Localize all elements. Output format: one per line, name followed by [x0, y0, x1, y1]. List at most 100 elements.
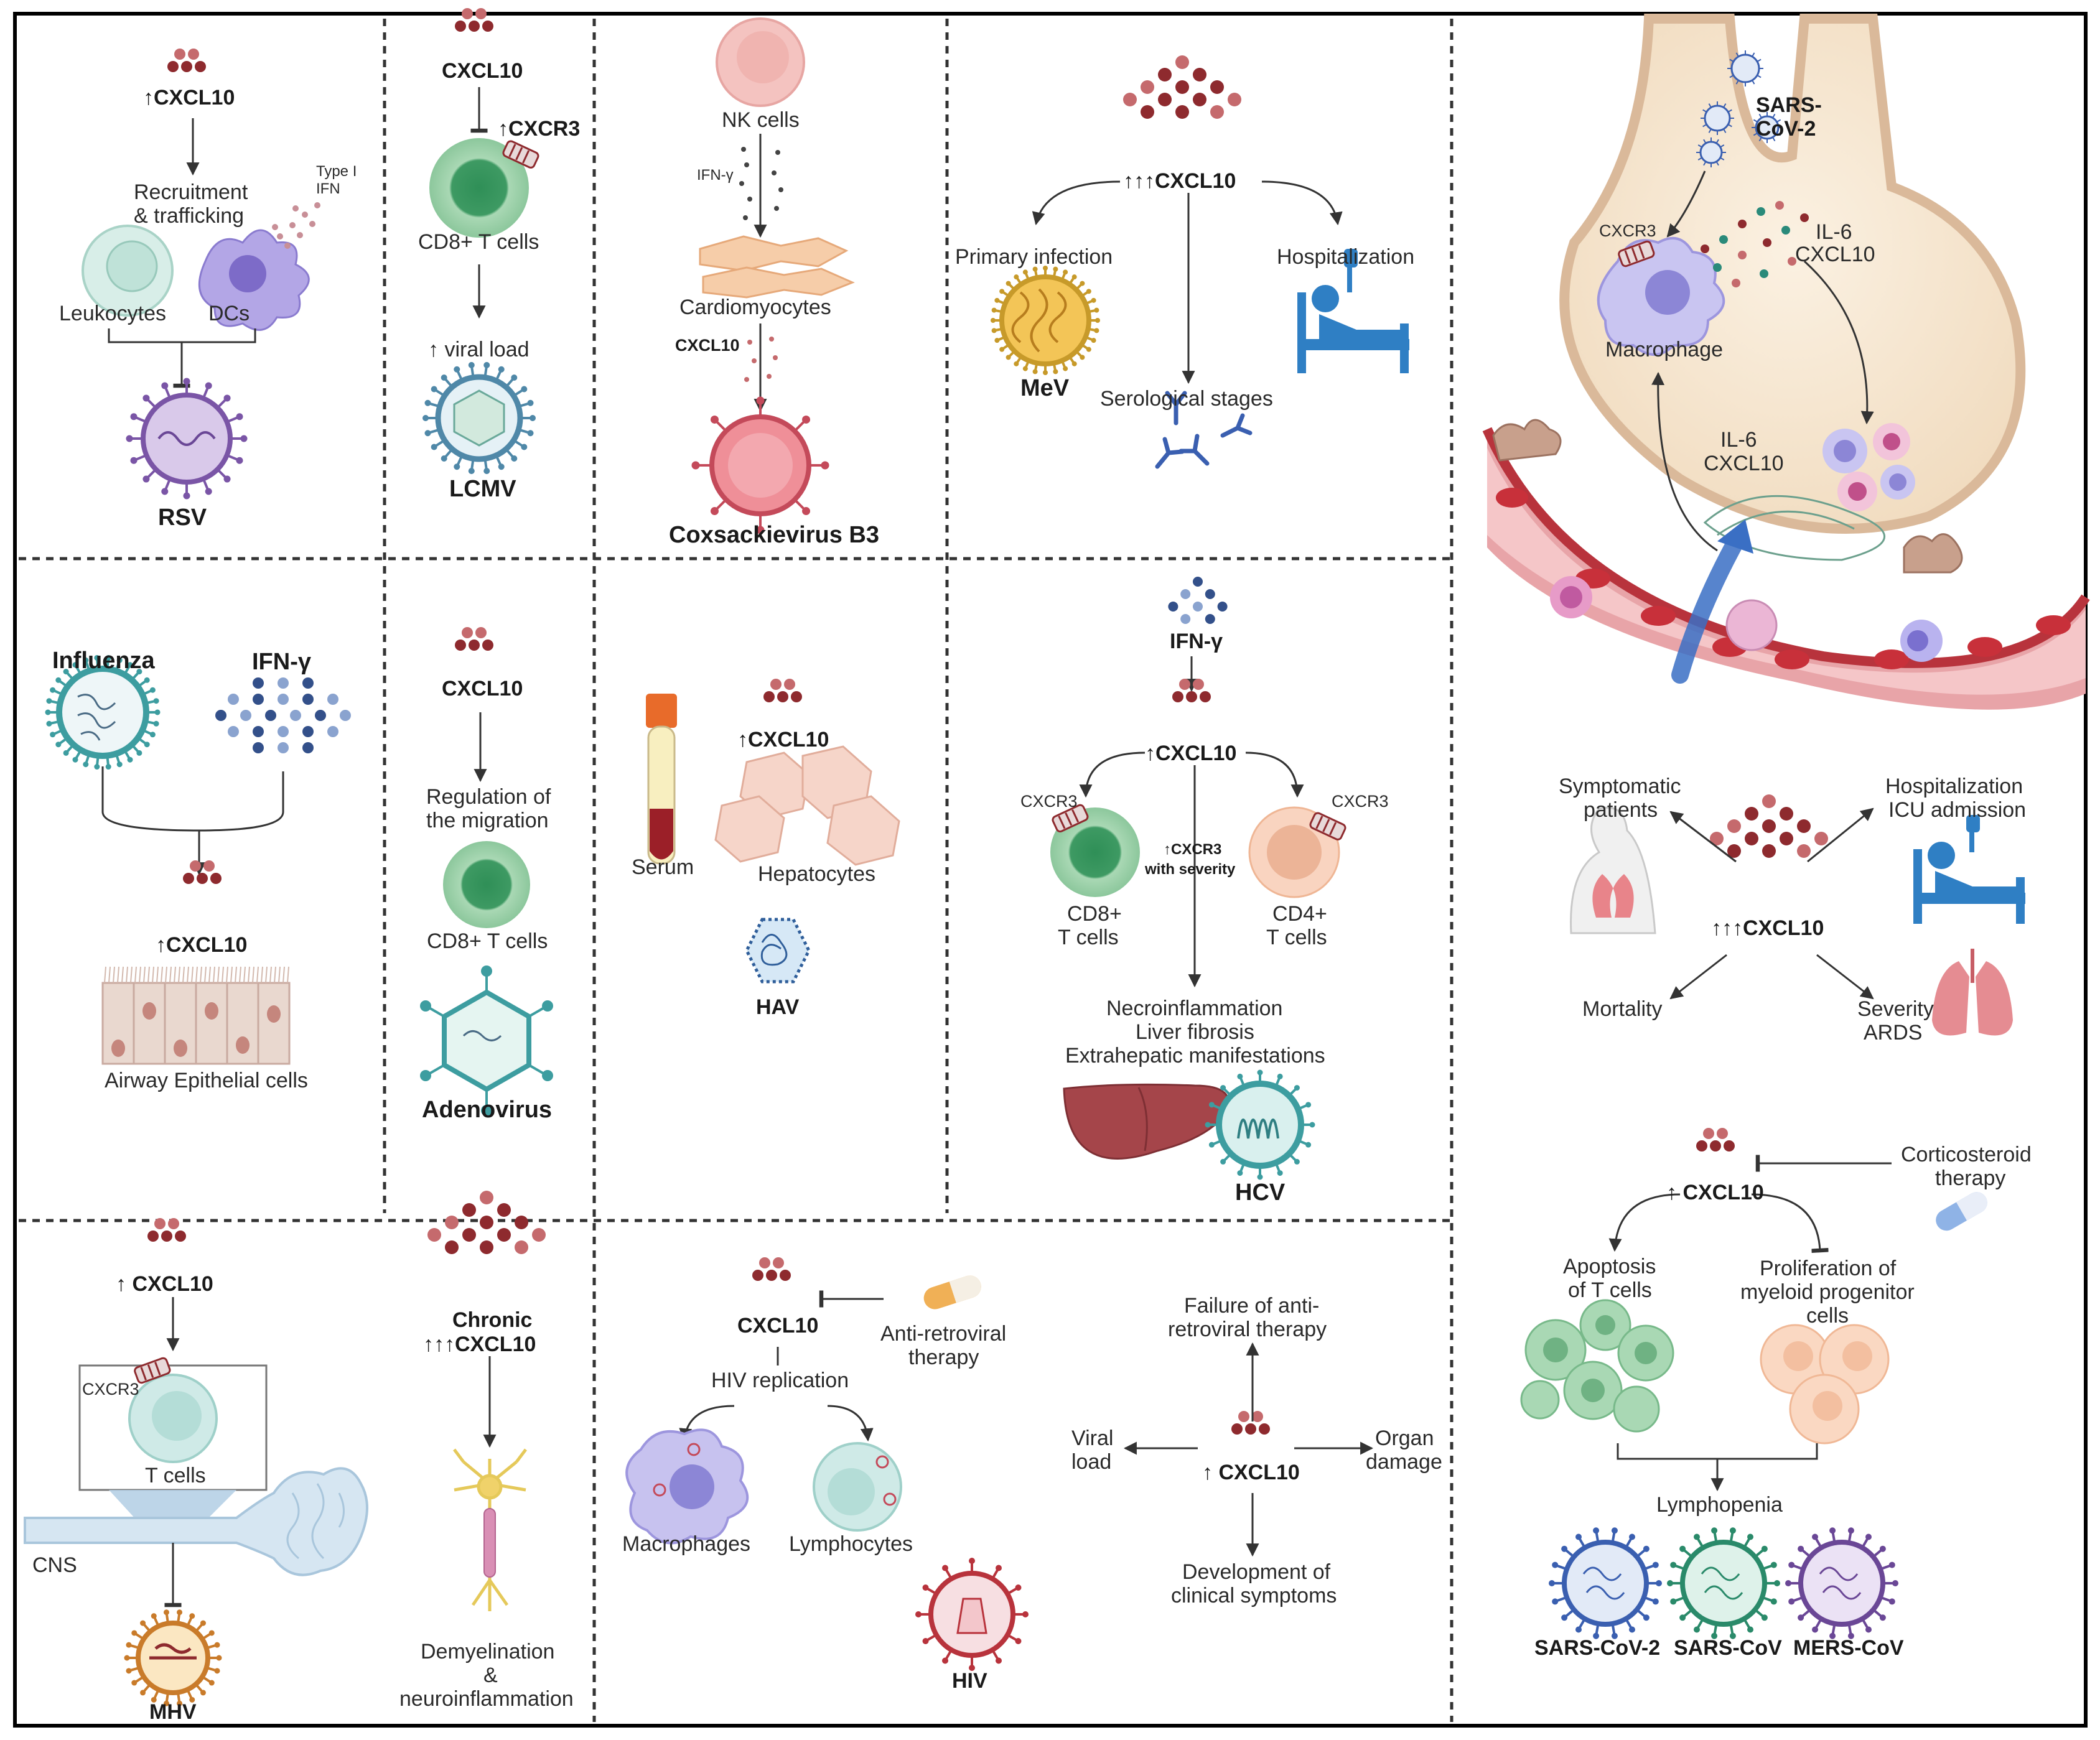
mev-primary-label: Primary infection — [955, 245, 1113, 269]
hepatocytes-icon — [714, 745, 900, 866]
hiv-macrophage-icon — [625, 1428, 749, 1545]
hiv-replication-label: HIV replication — [711, 1369, 849, 1392]
hiv-lymphocytes-label: Lymphocytes — [789, 1532, 913, 1556]
hiv2-failure-label-1: Failure of anti- — [1184, 1294, 1320, 1318]
panel-lcmv — [422, 8, 539, 475]
rsv-cxcl10-label: ↑CXCL10 — [143, 86, 235, 109]
outer-frame — [13, 12, 2088, 1728]
rsv-dcs-label: DCs — [208, 302, 250, 325]
mev-serological-label: Serological stages — [1100, 387, 1273, 411]
cov-cxcl10-label: ↑↑↑CXCL10 — [1711, 916, 1824, 940]
hcv-cd8-label-1: CD8+ — [1067, 902, 1122, 926]
panel-dividers — [19, 19, 1454, 1722]
hav-virus-label: HAV — [756, 995, 800, 1019]
panel-adenovirus — [420, 627, 553, 1116]
cov2-proliferation-label-3: cells — [1806, 1304, 1849, 1328]
cvb-cardiomyocytes-label: Cardiomyocytes — [679, 295, 831, 319]
antibodies-icon — [1155, 391, 1253, 469]
liver-icon — [1063, 1083, 1230, 1160]
ifn-gamma-dots-icon — [215, 677, 351, 753]
lcmv-cd8-label: CD8+ T cells — [418, 230, 539, 254]
hav-virus-icon — [745, 918, 811, 984]
adeno-cxcl10-label: CXCL10 — [442, 677, 523, 700]
sars-cxcl10-top-label: CXCL10 — [1795, 243, 1875, 266]
cov2-corticosteroid-label: Corticosteroid — [1901, 1143, 2032, 1166]
sars-il6-top-label: IL-6 — [1816, 220, 1852, 244]
hcv-cxcr3-severity-label-2: with severity — [1145, 861, 1236, 878]
virus-spikes — [1667, 1527, 1780, 1639]
apoptotic-t-cells-icon — [1520, 1299, 1674, 1433]
mev-hospitalization-label: Hospitalization — [1277, 245, 1415, 269]
adeno-virus-label: Adenovirus — [422, 1097, 553, 1123]
virus-spikes — [1205, 1069, 1315, 1180]
sars-cov-icon — [1667, 1527, 1780, 1639]
panel-covid-outcomes — [1570, 794, 2025, 1036]
il6-cxcl10-dots — [1701, 201, 1809, 287]
panel-chronic-demyelination — [427, 1191, 546, 1611]
hiv-macrophages-label: Macrophages — [622, 1532, 751, 1556]
cxcr3-receptor-icon — [1309, 812, 1346, 840]
cxcr3-receptor-icon — [502, 140, 539, 169]
panel-coxsackievirus — [691, 17, 855, 534]
cardiomyocytes-icon — [699, 235, 855, 299]
panel-lymphopenia — [1520, 1128, 1987, 1639]
hcv-virus-icon — [1205, 1069, 1315, 1180]
sars-il6-mid-label: IL-6 — [1720, 428, 1757, 452]
sars-cov-2-icon — [1549, 1527, 1662, 1639]
rsv-trafficking-label: & trafficking — [134, 204, 245, 228]
mhv-cxcr3-label: CXCR3 — [82, 1380, 139, 1398]
cvb-cxcl10-label: CXCL10 — [675, 336, 740, 355]
lcmv-cxcl10-label: CXCL10 — [442, 59, 523, 83]
hav-cxcl10-label: ↑CXCL10 — [737, 728, 829, 751]
sars-cxcr3-label: CXCR3 — [1599, 221, 1656, 240]
hav-hepatocytes-label: Hepatocytes — [758, 862, 875, 886]
cov2-therapy-label: therapy — [1935, 1166, 2006, 1190]
chronic-label: Chronic — [452, 1308, 533, 1332]
cov2-mers-cov-label: MERS-CoV — [1793, 1636, 1904, 1660]
rsv-virus-label: RSV — [158, 505, 207, 531]
panel-hcv — [1050, 577, 1346, 1180]
chronic-demyelination-label: Demyelination — [421, 1640, 555, 1663]
adenovirus-icon — [420, 965, 553, 1116]
cxcl10-cluster-icon — [1231, 1411, 1270, 1435]
virus-spikes — [1785, 1527, 1898, 1639]
flu-influenza-label: Influenza — [52, 648, 155, 674]
mhv-cxcl10-label: ↑ CXCL10 — [116, 1272, 213, 1296]
cxcl10-cluster-icon — [1123, 55, 1241, 119]
hiv-cxcl10-label: CXCL10 — [737, 1314, 819, 1338]
rsv-virus-icon — [126, 378, 248, 500]
alveolus-wall — [1559, 14, 2026, 534]
virus-spikes — [422, 361, 536, 475]
cxcr3-receptor-icon — [1052, 804, 1089, 833]
cxcl10-cluster-icon — [752, 1257, 791, 1281]
cxcl10-cluster-icon — [455, 8, 493, 32]
symptomatic-patient-icon — [1570, 806, 1656, 934]
cov-mortality-label: Mortality — [1582, 997, 1663, 1021]
chronic-neuroinflammation-label: neuroinflammation — [399, 1687, 574, 1711]
cns-icon — [24, 1467, 368, 1576]
rsv-recruitment-label: Recruitment — [134, 180, 248, 204]
cxcl10-cluster-icon — [427, 1191, 546, 1254]
panel-hiv-outcomes — [1123, 1342, 1374, 1557]
dendritic-cell-icon — [198, 229, 310, 331]
mhv-cns-label: CNS — [32, 1553, 77, 1577]
lcmv-viral-load-label: ↑ viral load — [428, 338, 530, 361]
sars-virus-label-2: CoV-2 — [1756, 117, 1816, 141]
macrophage-icon — [1597, 236, 1725, 356]
cd8-t-cell-icon — [443, 841, 530, 928]
hiv-art-label-2: therapy — [908, 1346, 979, 1369]
hiv2-cxcl10-label: ↑ CXCL10 — [1202, 1461, 1300, 1484]
mev-virus-label: MeV — [1020, 375, 1070, 401]
hiv2-organ-label-1: Organ — [1375, 1426, 1434, 1450]
sars-cov-2-virion-icon — [1727, 50, 1763, 86]
hcv-cxcl10-label: ↑CXCL10 — [1145, 742, 1237, 765]
hiv2-development-label-1: Development of — [1182, 1560, 1331, 1584]
chronic-cxcl10-label: ↑↑↑CXCL10 — [423, 1333, 536, 1356]
mhv-tcells-label: T cells — [145, 1464, 206, 1487]
hiv2-development-label-2: clinical symptoms — [1171, 1584, 1337, 1607]
immune-cell-cluster — [1822, 423, 1915, 511]
cov-hospitalization-label-2: ICU admission — [1888, 798, 2027, 822]
flu-airway-label: Airway Epithelial cells — [105, 1069, 308, 1092]
rsv-leukocytes-label: Leukocytes — [59, 302, 166, 325]
virus-spikes — [126, 378, 248, 500]
